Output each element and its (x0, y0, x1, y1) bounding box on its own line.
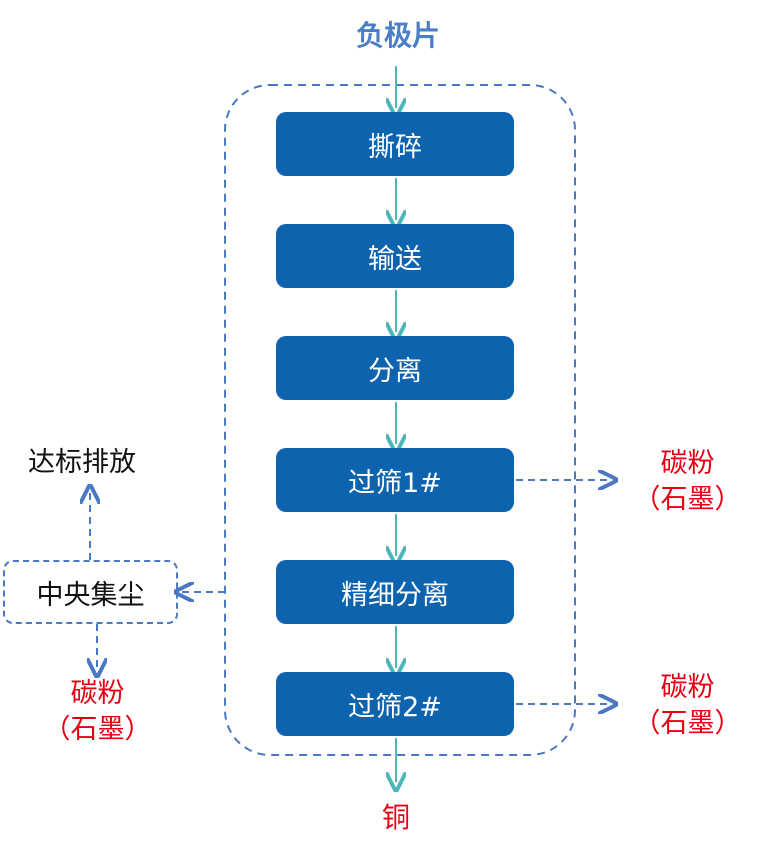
graphite-label: （石墨） (633, 484, 742, 515)
step-sieve-1: 过筛1# (276, 448, 514, 512)
central-dust-collector: 中央集尘 (3, 560, 178, 624)
emission-label: 达标排放 (28, 447, 136, 478)
output-carbon-sieve1: 碳粉 （石墨） (620, 446, 755, 518)
step-shredding: 撕碎 (276, 112, 514, 176)
carbon-label: 碳粉 (660, 448, 715, 479)
input-title: 负极片 (355, 19, 440, 52)
dust-collector-label: 中央集尘 (36, 579, 145, 611)
carbon-label: 碳粉 (660, 672, 715, 703)
process-boundary (224, 84, 576, 756)
step-fine-separation: 精细分离 (276, 560, 514, 624)
step-separation: 分离 (276, 336, 514, 400)
step-sieve-2: 过筛2# (276, 672, 514, 736)
carbon-label: 碳粉 (70, 678, 125, 709)
output-carbon-sieve2: 碳粉 （石墨） (620, 670, 755, 742)
step-conveying: 输送 (276, 224, 514, 288)
graphite-label: （石墨） (43, 714, 152, 745)
output-carbon-dust: 碳粉 （石墨） (30, 676, 165, 748)
graphite-label: （石墨） (633, 708, 742, 739)
output-copper: 铜 (381, 801, 410, 834)
